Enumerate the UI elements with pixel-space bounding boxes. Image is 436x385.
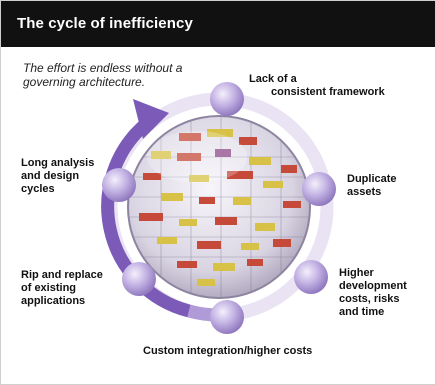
figure-header: The cycle of inefficiency	[1, 1, 435, 47]
diagram-subtitle: The effort is endless without a governin…	[23, 61, 183, 89]
cycle-ring-dark-segment	[101, 117, 191, 318]
node-duplicate-assets	[302, 172, 336, 206]
node-long-analysis	[102, 168, 136, 202]
stage-label-custom-integration: Custom integration/higher costs	[143, 345, 313, 357]
architecture-globe	[127, 115, 311, 299]
node-custom-integration	[210, 300, 244, 334]
stage-label-higher-costs: Higher development costs, risks and time	[339, 267, 407, 318]
cycle-graphic	[101, 82, 336, 334]
node-lack-framework	[210, 82, 244, 116]
cycle-arrow-icon	[133, 99, 169, 139]
stage-label-duplicate-assets: Duplicate assets	[347, 173, 397, 198]
node-higher-costs	[294, 260, 328, 294]
stage-label-rip-replace: Rip and replace of existing applications	[21, 269, 103, 307]
figure-title: The cycle of inefficiency	[17, 15, 193, 32]
cycle-diagram: The effort is endless without a governin…	[1, 47, 435, 384]
stage-label-lack-framework: Lack of a consistent framework	[249, 73, 385, 98]
stage-label-long-analysis: Long analysis and design cycles	[21, 157, 95, 195]
node-rip-replace	[122, 262, 156, 296]
